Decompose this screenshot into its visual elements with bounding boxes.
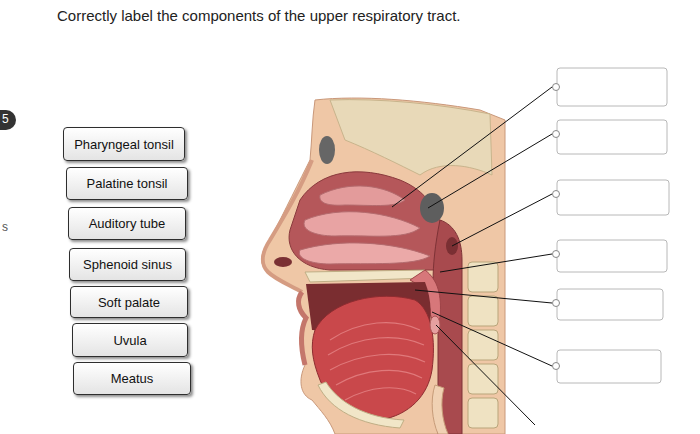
term-text: Palatine tonsil [87, 176, 168, 191]
term-box: Pharyngeal tonsil [63, 127, 185, 161]
inferior-concha [299, 243, 430, 264]
term-box: Meatus [73, 362, 191, 395]
tongue-muscle [328, 323, 425, 400]
term-box: Uvula [72, 323, 188, 357]
term-text: Soft palate [98, 295, 160, 310]
lips [299, 292, 306, 365]
term-box: Palatine tonsil [66, 167, 188, 200]
term-text: Sphenoid sinus [83, 257, 172, 272]
badge [0, 110, 16, 130]
frontal-sinus [319, 136, 335, 164]
vertebrae [468, 262, 498, 428]
palatine-tonsil-shape [430, 316, 440, 334]
term-text: Meatus [111, 371, 154, 386]
cranial-bone [330, 100, 492, 175]
nasal-cavity [289, 172, 445, 270]
sphenoid-sinus-shape [420, 193, 444, 223]
leader-lines [392, 87, 552, 425]
answer-boxes [557, 68, 669, 383]
epiglottis [432, 385, 448, 434]
mandible [318, 382, 404, 428]
title: Correctly label the components of the up… [57, 7, 461, 24]
term-text: Uvula [113, 333, 146, 348]
term-box: Sphenoid sinus [69, 248, 186, 281]
term-box: Auditory tube [68, 207, 186, 240]
nostril [274, 257, 292, 267]
superior-concha [320, 186, 405, 206]
edge-label: 5 [2, 112, 9, 126]
term-text: Auditory tube [89, 216, 166, 231]
edge-label: s [2, 220, 8, 234]
term-box: Soft palate [70, 286, 188, 318]
head-outline [262, 98, 505, 434]
answer-dots [553, 84, 560, 370]
term-text: Pharyngeal tonsil [74, 137, 174, 152]
middle-concha [304, 212, 420, 236]
